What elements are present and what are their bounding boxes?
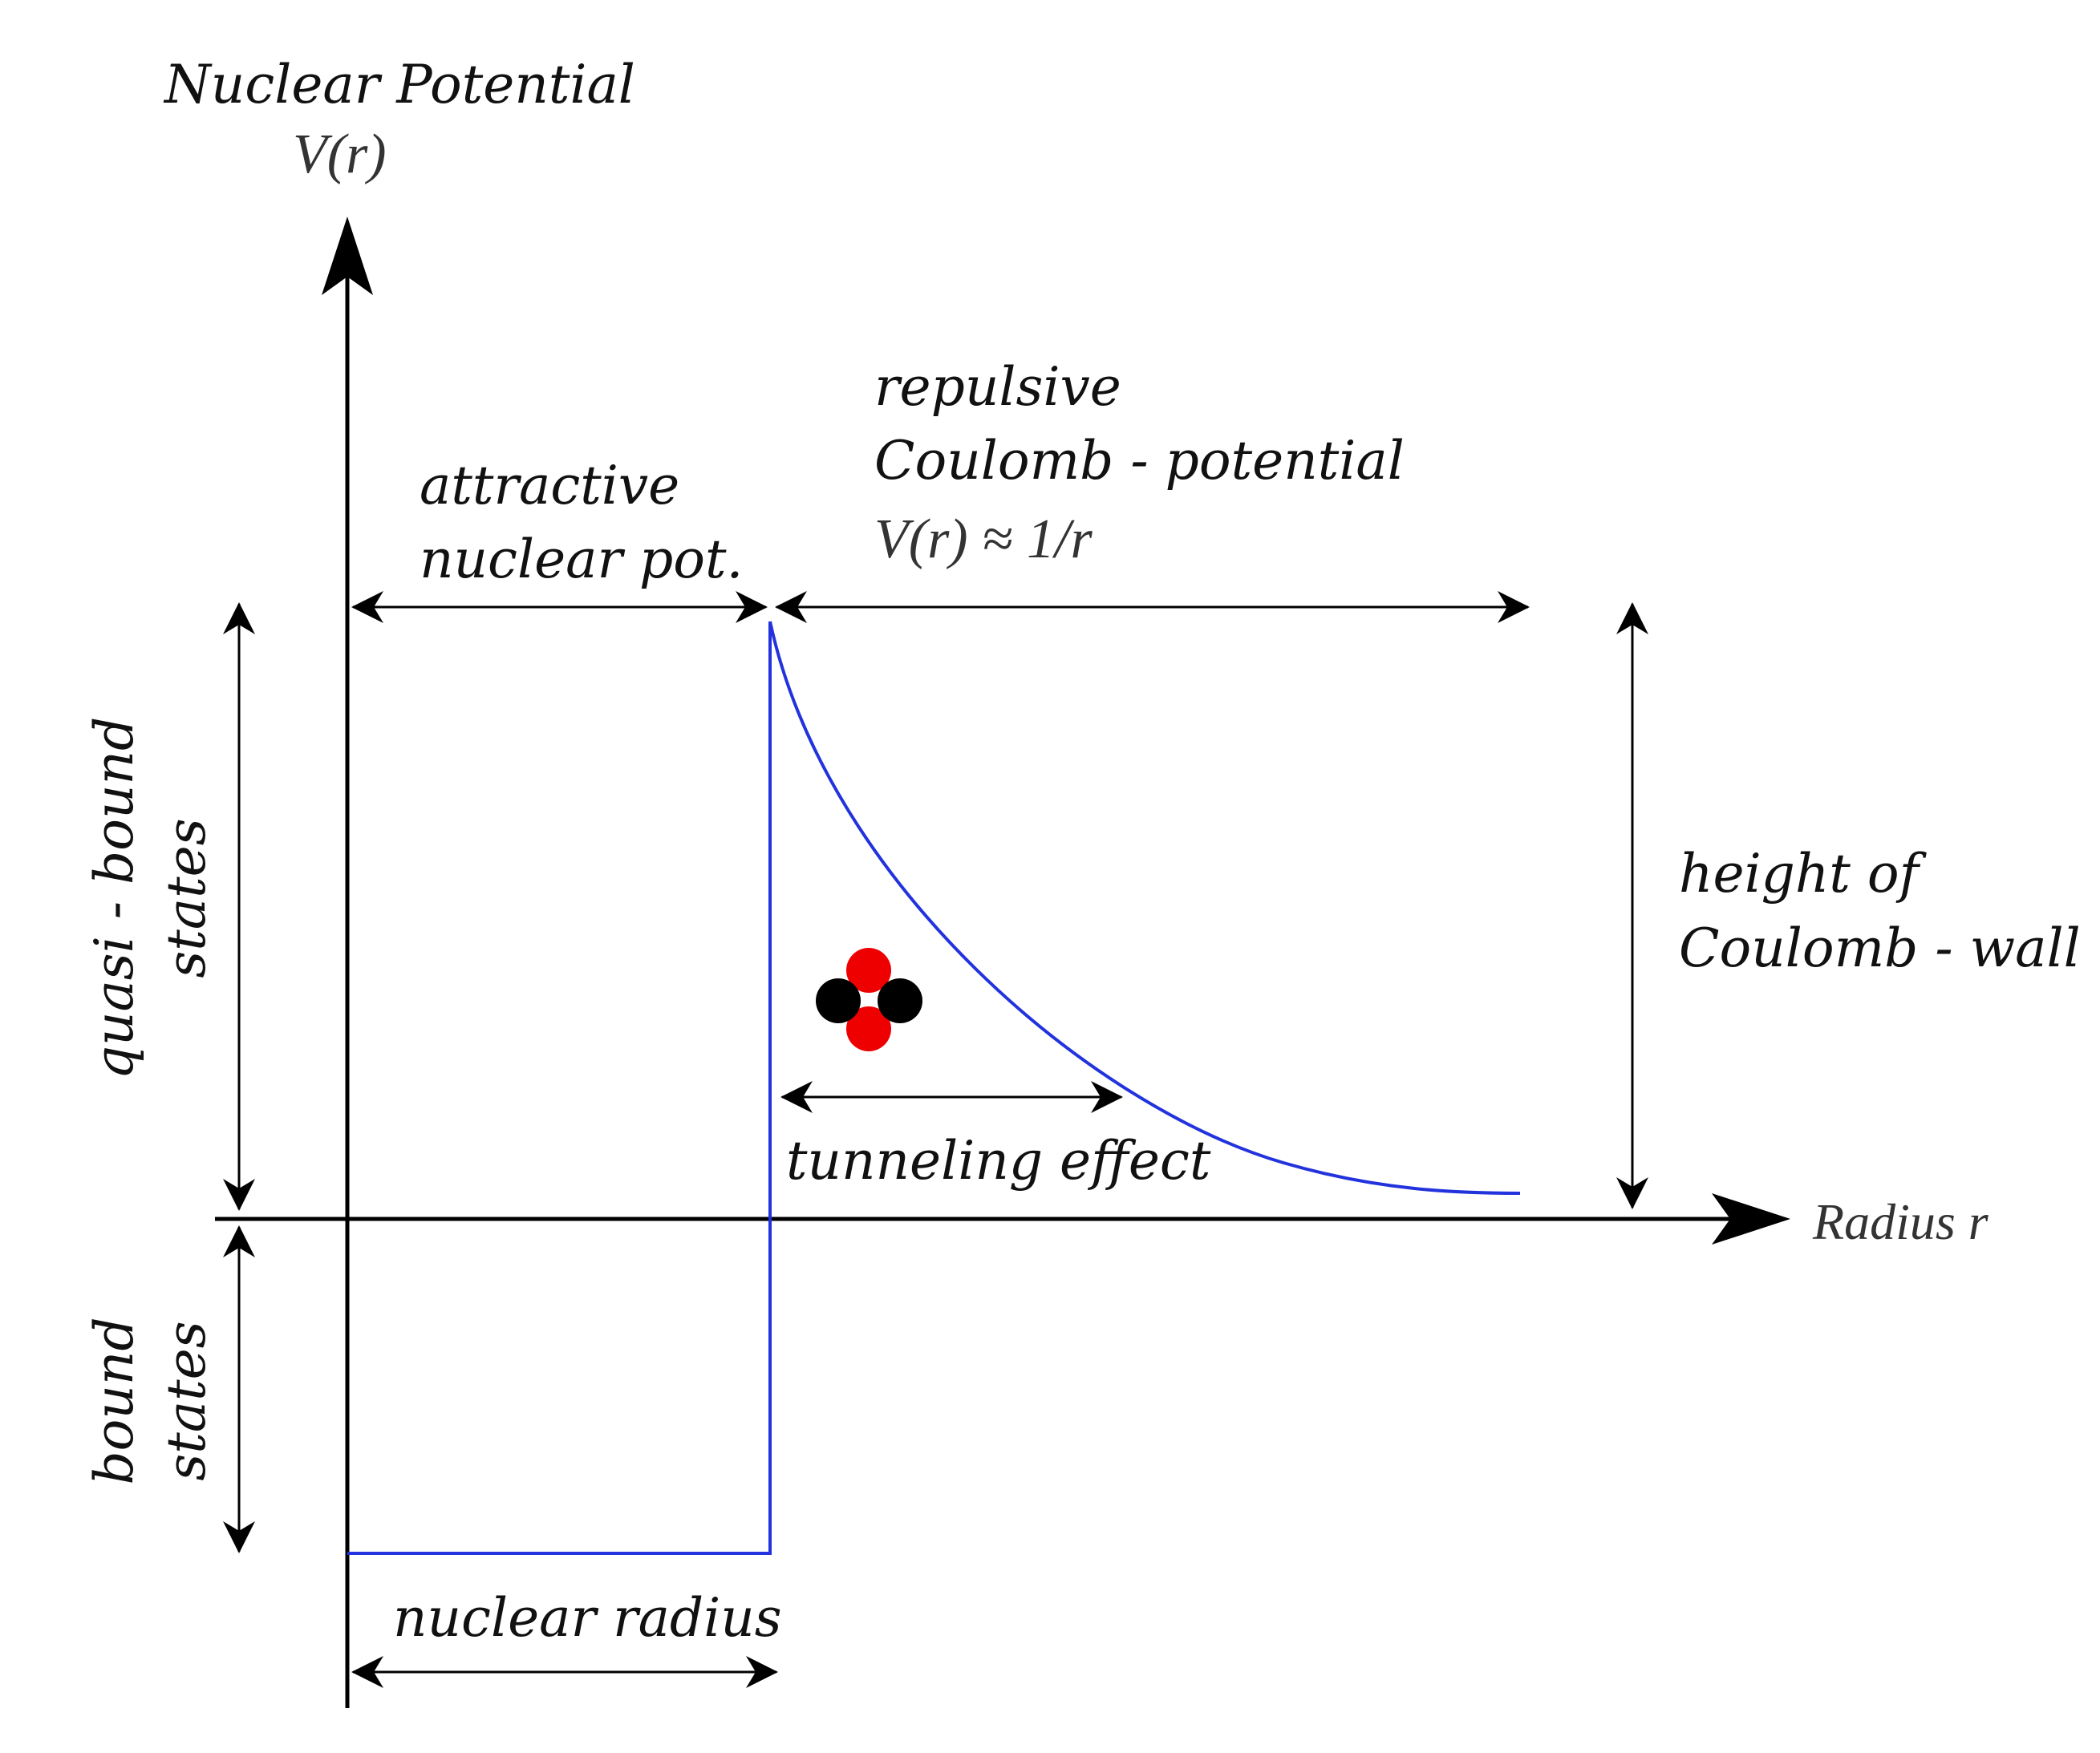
neutron-left xyxy=(816,978,861,1023)
attractive-label-line1: attractive xyxy=(420,455,679,516)
y-axis-symbol: V(r) xyxy=(293,123,387,185)
y-axis-title: Nuclear Potential xyxy=(163,54,635,115)
potential-curve xyxy=(347,621,1521,1555)
height-label-line1: height of xyxy=(1679,843,1928,905)
quasi-bound-label-line1: quasi - bound xyxy=(83,717,145,1080)
alpha-particle-icon xyxy=(816,948,922,1051)
attractive-label-line2: nuclear pot. xyxy=(420,528,744,590)
repulsive-formula: V(r) ≈ 1/r xyxy=(874,508,1093,570)
potential-well-and-barrier xyxy=(347,621,772,1555)
height-label-line2: Coulomb - wall xyxy=(1679,917,2081,979)
axes xyxy=(215,217,1790,1708)
quasi-bound-label-line2: states xyxy=(156,818,217,978)
x-axis-arrowhead xyxy=(1712,1193,1790,1245)
dimension-arrows xyxy=(223,591,1648,1688)
proton-top xyxy=(846,948,891,993)
x-axis-label: Radius r xyxy=(1812,1193,1989,1250)
tunneling-label: tunneling effect xyxy=(786,1130,1211,1192)
repulsive-label-line2: Coulomb - potential xyxy=(874,430,1405,492)
bound-label-line1: bound xyxy=(83,1317,145,1484)
coulomb-tail-curve xyxy=(768,621,1521,1195)
bound-label-line2: states xyxy=(156,1321,217,1480)
y-axis-arrowhead xyxy=(322,217,373,295)
nuclear-radius-label: nuclear radius xyxy=(393,1587,782,1649)
neutron-right xyxy=(878,978,922,1023)
repulsive-label-line1: repulsive xyxy=(874,356,1121,418)
proton-bottom xyxy=(846,1006,891,1051)
